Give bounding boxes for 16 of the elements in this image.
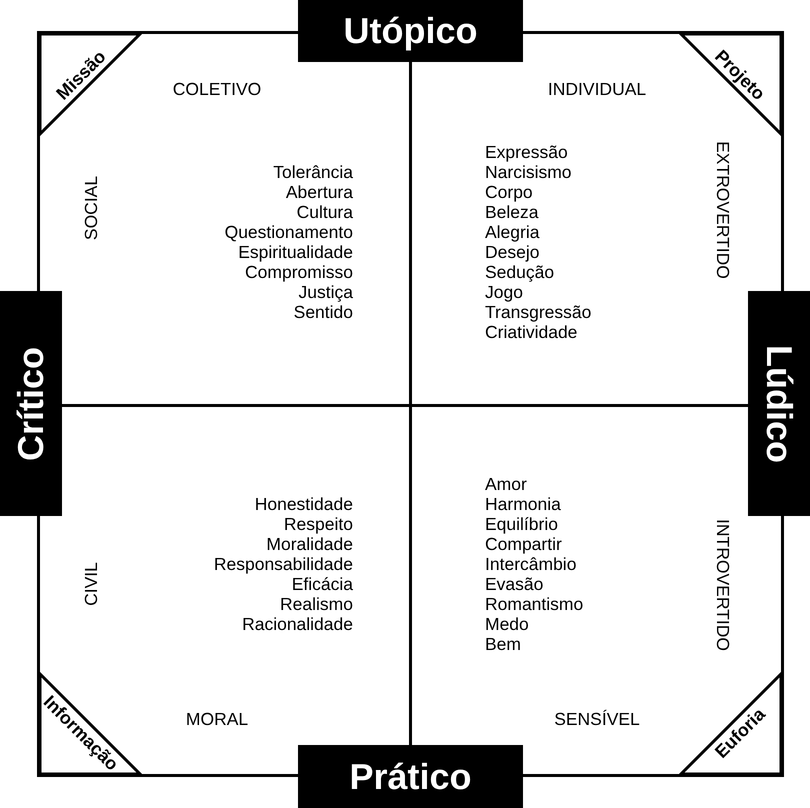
value-list: Honestidade Respeito Moralidade Responsabilidade Eficácia Realismo Racionalidade <box>214 494 353 634</box>
axis-label: SENSÍVEL <box>554 709 640 729</box>
pole-title: Utópico <box>298 0 523 62</box>
pole-title: Crítico <box>0 291 62 516</box>
pole-title: Prático <box>298 745 523 808</box>
axis-label: INDIVIDUAL <box>548 79 646 99</box>
value-list: Expressão Narcisismo Corpo Beleza Alegria Desejo Sedução Jogo Transgressão Criatividade <box>485 142 592 342</box>
axis-label: MORAL <box>186 709 248 729</box>
axis-label: INTROVERTIDO <box>713 519 733 651</box>
value-list: Tolerância Abertura Cultura Questionamento Espiritualidade Compromisso Justiça Sentido <box>224 162 353 322</box>
value-list: Amor Harmonia Equilíbrio Compartir Intercâmbio Evasão Romantismo Medo Bem <box>485 474 584 654</box>
axis-label: EXTROVERTIDO <box>713 141 733 279</box>
axis-label: CIVIL <box>81 562 101 606</box>
axis-label: COLETIVO <box>172 79 262 99</box>
pole-title: Lúdico <box>748 291 810 516</box>
axis-label: SOCIAL <box>81 176 101 240</box>
